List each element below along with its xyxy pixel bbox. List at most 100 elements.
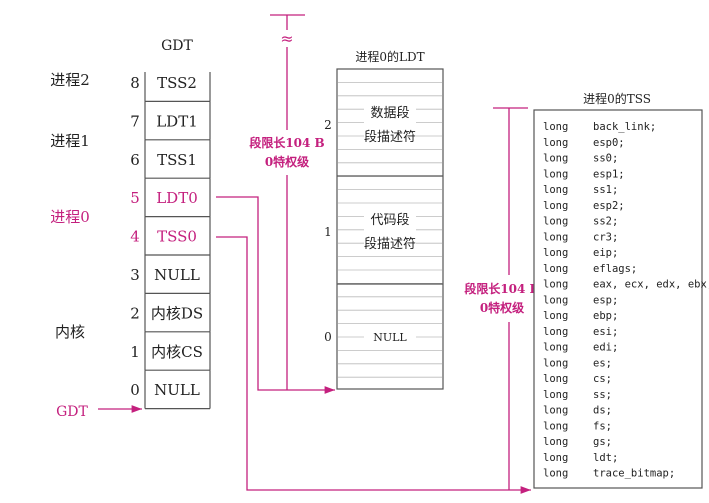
group-label-kernel: 内核 <box>55 323 85 341</box>
tss-field-name: gs; <box>593 436 612 448</box>
tss-field: long esp2; <box>543 200 625 212</box>
tss-field-name: fs; <box>593 420 612 432</box>
ldt-entry-label: NULL <box>373 331 407 344</box>
gdt-entry: 0 NULL <box>130 370 211 410</box>
gdt-entry-label: NULL <box>154 381 200 399</box>
tss-field-name: esp0; <box>593 137 625 149</box>
tss-field-name: ss1; <box>593 184 618 196</box>
tss-field-type: long <box>543 121 568 133</box>
tss-field-type: long <box>543 294 568 306</box>
gdt-entry-index: 2 <box>130 304 140 322</box>
tss-field-name: ldt; <box>593 452 618 464</box>
tss-field-type: long <box>543 168 568 180</box>
tss-field: long ss; <box>543 389 612 401</box>
tss-field-name: es; <box>593 357 612 369</box>
gdt-entry-index: 1 <box>130 343 140 361</box>
tss-field: long ldt; <box>543 452 618 464</box>
gdt-entry-index: 6 <box>130 151 140 169</box>
tss-field-name: esi; <box>593 326 618 338</box>
tss-field-name: edi; <box>593 342 618 354</box>
tss-field-type: long <box>543 357 568 369</box>
ldt-entry-label: 数据段 <box>370 106 409 121</box>
ldt-label-bg <box>364 103 416 141</box>
tss-field-type: long <box>543 263 568 275</box>
tss-field: long es; <box>543 357 612 369</box>
tss-field: long esp1; <box>543 168 625 180</box>
tss-field-type: long <box>543 310 568 322</box>
tss-field-name: back_link; <box>593 121 656 133</box>
tss-field-type: long <box>543 373 568 385</box>
gdt-entry: 6 TSS1 <box>130 139 211 179</box>
tss-field-type: long <box>543 389 568 401</box>
tss-field-name: ds; <box>593 405 612 417</box>
tss0-connector <box>216 236 531 494</box>
ldt-entry-label: 段描述符 <box>364 236 416 252</box>
tss-field-type: long <box>543 184 568 196</box>
ldt-limit-label: 段限长104 B <box>249 135 324 150</box>
gdt-entry-label: 内核CS <box>151 343 203 361</box>
tss-field-name: ss2; <box>593 216 618 228</box>
tss-field: long ds; <box>543 405 612 417</box>
tss-field-name: trace_bitmap; <box>593 468 675 480</box>
ldt-label-bg <box>364 327 416 341</box>
tss-field-name: ss0; <box>593 153 618 165</box>
break-symbol: ≈ <box>280 29 293 48</box>
tss-field-type: long <box>543 452 568 464</box>
tss-field-type: long <box>543 420 568 432</box>
ldt-label-bg <box>364 210 416 248</box>
gdt-entry-index: 0 <box>130 381 140 399</box>
ldt0-connector <box>216 196 335 394</box>
tss-field: long eip; <box>543 247 618 259</box>
gdt-entry-index: 3 <box>130 266 140 284</box>
ldt-privilege-label: 0特权级 <box>265 154 309 169</box>
tss-field-type: long <box>543 326 568 338</box>
tss-box <box>533 109 703 489</box>
gdt-title: GDT <box>161 38 193 54</box>
tss-field: long back_link; <box>543 121 656 133</box>
tss-field-name: eax, ecx, edx, ebx; <box>593 279 709 291</box>
gdt-entry-index: 7 <box>130 112 140 130</box>
tss-field-name: eip; <box>593 247 618 259</box>
tss-field: long eflags; <box>543 263 637 275</box>
tss-field-type: long <box>543 468 568 480</box>
gdt-entry: 1 内核CS <box>130 331 211 371</box>
gdt-entry-index: 4 <box>130 228 140 246</box>
gdt-entry-label: TSS1 <box>157 151 197 169</box>
tss-field-type: long <box>543 153 568 165</box>
tss-field-type: long <box>543 137 568 149</box>
tss-title: 进程0的TSS <box>583 91 651 106</box>
tss-field-type: long <box>543 405 568 417</box>
tss-field-type: long <box>543 200 568 212</box>
tss-field-name: esp; <box>593 294 618 306</box>
tss-field-name: esp1; <box>593 168 625 180</box>
gdt-entry-label: TSS2 <box>157 74 197 92</box>
tss-field: long fs; <box>543 420 612 432</box>
tss-field-name: eflags; <box>593 263 637 275</box>
tss-field: long esi; <box>543 326 618 338</box>
tss-field-type: long <box>543 247 568 259</box>
tss-field-name: cr3; <box>593 231 618 243</box>
ldt-title: 进程0的LDT <box>355 49 424 64</box>
tss-field-name: ss; <box>593 389 612 401</box>
tss-field-name: esp2; <box>593 200 625 212</box>
ldt-entry-label: 段描述符 <box>364 129 416 145</box>
tss-field: long ss1; <box>543 184 618 196</box>
tss-field: long esp; <box>543 294 618 306</box>
group-label-process0: 进程0 <box>50 208 90 226</box>
tss-field-name: ebp; <box>593 310 618 322</box>
tss-field-type: long <box>543 216 568 228</box>
gdt-pointer-label: GDT <box>56 404 88 420</box>
gdt-entry-index: 8 <box>130 74 140 92</box>
